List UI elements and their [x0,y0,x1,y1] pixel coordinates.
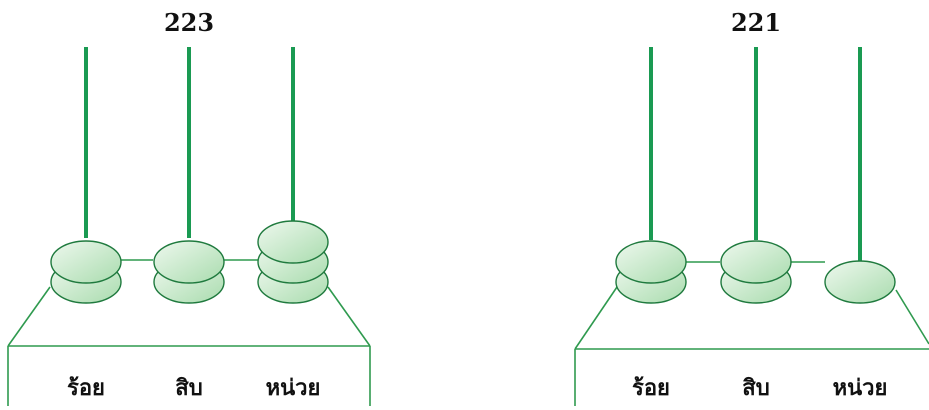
abacus-1-frame [7,259,371,406]
abacus-2-units-bead-1 [824,260,896,304]
abacus-1-number: 223 [163,8,215,37]
abacus-1-beads [50,220,329,304]
abacus-2-label-tens: สิบ [742,376,770,401]
abacus-2-hundreds-bead-2 [615,240,687,284]
abacus-2-label-hundreds: ร้อย [632,376,670,401]
abacus-1-label-hundreds: ร้อย [67,376,105,401]
abacus-2-frame [574,261,929,406]
abacus-1-label-units: หน่วย [265,376,321,401]
abacus-2 [574,47,929,406]
abacus-2-label-units: หน่วย [832,376,888,401]
abacus-2-beads [615,240,896,304]
abacus-2-tens-bead-2 [720,240,792,284]
abacus-2-number: 221 [730,8,782,37]
abacus-1-units-bead-3 [257,220,329,264]
abacus-1-hundreds-bead-2 [50,240,122,284]
abacus-1 [7,47,371,406]
abacus-1-label-tens: สิบ [175,376,203,401]
abacus-1-tens-bead-2 [153,240,225,284]
